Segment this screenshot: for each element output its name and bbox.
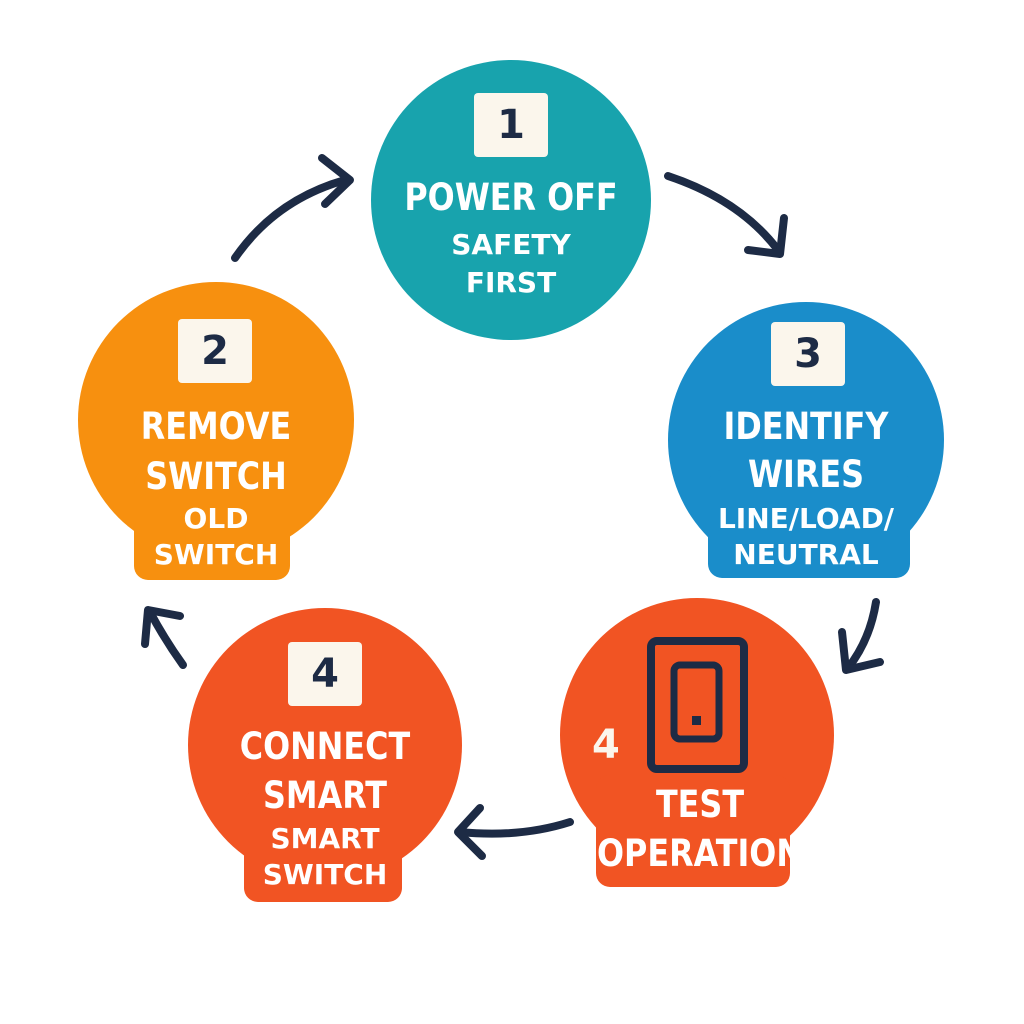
step-3-subtitle-line-2: NEUTRAL [733, 538, 879, 571]
step-4-title-line-2: SMART [262, 774, 387, 817]
step-2-subtitle-line-2: SWITCH [153, 538, 279, 571]
step-1-circle [371, 60, 651, 340]
step-3-shape [668, 302, 944, 578]
step-5-number: 4 [592, 722, 620, 768]
step-2-title-line-2: SWITCH [145, 455, 287, 498]
arrow-4-to-2 [146, 608, 187, 669]
step-5-title-line-2: OPERATION [597, 832, 803, 875]
step-2-number: 2 [178, 319, 252, 383]
step-2-subtitle-line-1: OLD [183, 502, 249, 535]
step-4-title-line-1: CONNECT [239, 725, 411, 768]
step-3-title-line-1: IDENTIFY [723, 405, 889, 448]
step-2-shape [78, 282, 354, 580]
step-4-number: 4 [288, 642, 362, 706]
step-1-number: 1 [474, 93, 548, 157]
step-4-subtitle-line-2: SWITCH [262, 858, 388, 891]
arrow-5-to-4 [456, 818, 574, 838]
step-4-shape [188, 608, 462, 902]
step-1-title: POWER OFF [404, 176, 618, 219]
step-1-subtitle-line-2: FIRST [465, 266, 557, 299]
step-3-title-line-2: WIRES [747, 453, 865, 496]
arrow-3-to-5 [844, 598, 880, 672]
step-2-title-line-1: REMOVE [140, 405, 292, 448]
step-1-subtitle-line-1: SAFETY [451, 228, 571, 261]
step-3-subtitle-line-1: LINE/LOAD/ [717, 502, 895, 535]
cycle-arrows [141, 154, 884, 860]
step-3-number: 3 [771, 322, 845, 386]
light-switch-icon [647, 637, 748, 773]
arrow-2-to-1 [231, 176, 349, 262]
step-5-title-line-1: TEST [655, 783, 745, 826]
arrow-1-to-3 [664, 172, 782, 254]
step-4-subtitle-line-1: SMART [270, 822, 380, 855]
